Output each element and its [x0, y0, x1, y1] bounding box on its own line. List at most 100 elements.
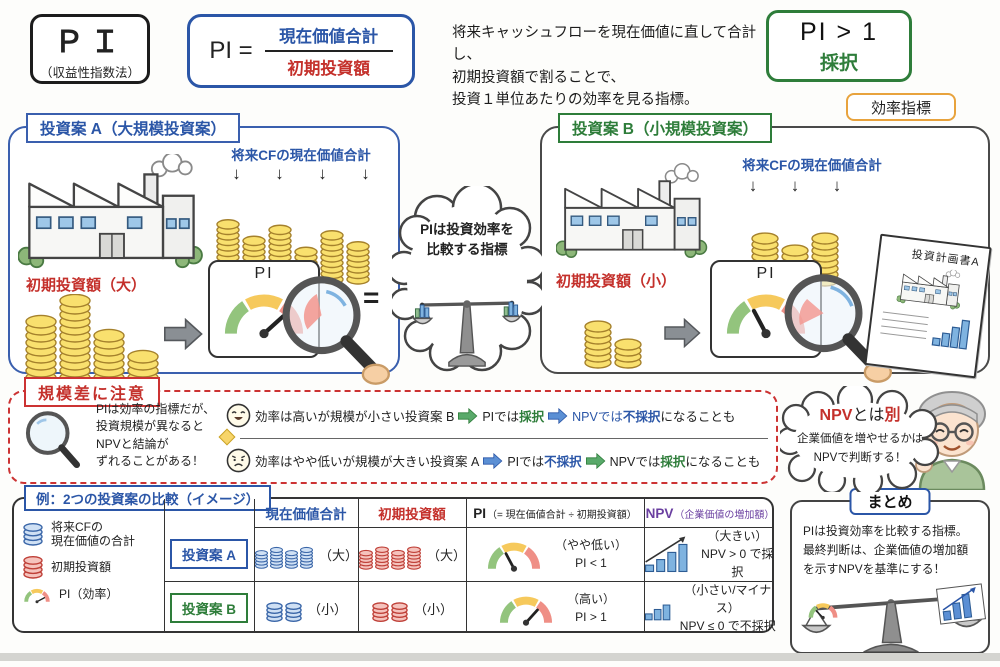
legend-pi: PI（効率）	[22, 585, 162, 604]
small-bar-chart-icon	[644, 604, 671, 621]
cell-a-npv: （大きい）NPV > 0 で採択	[644, 527, 776, 581]
plan-b-cf-label: 将来CFの現在価値合計	[742, 158, 882, 173]
pi-subtitle: （収益性指数法）	[39, 66, 140, 80]
plan-a-title: 投資案 A（大規模投資案）	[26, 113, 241, 143]
down-arrow-icon: ↓	[275, 164, 284, 183]
fraction-bar	[264, 50, 393, 52]
magnifier-icon	[25, 411, 81, 469]
cell-b-npv: （小さい/マイナス）NPV ≤ 0 で不採択	[644, 581, 776, 635]
down-arrow-icon: ↓	[318, 164, 327, 183]
plan-b-title: 投資案 B（小規模投資案）	[558, 113, 773, 143]
blue-arrow-icon	[483, 452, 503, 469]
right-arrow-icon	[164, 318, 203, 350]
scale-caution-panel: 規模差に注意 PIは効率の指標だが、 投資規模が異なると NPVと結論が ずれる…	[8, 377, 778, 484]
plan-a-panel: 投資案 A（大規模投資案） 将来CFの現在価値合計 ↓ ↓ ↓ ↓ 初期投資額（大）…	[8, 113, 400, 385]
formula-numerator: 現在価値合計	[279, 28, 379, 46]
cell-a-init: （大）	[358, 527, 466, 581]
plan-a-cf-label: 将来CFの現在価値合計	[231, 148, 371, 163]
magnifier-icon	[282, 276, 390, 385]
thought-cloud: PIは投資効率を 比較する指標	[386, 182, 547, 378]
gauge-icon	[487, 542, 541, 572]
document-lines	[878, 305, 932, 345]
blue-coin-stack-icon	[23, 523, 43, 547]
col-header-pi: PI（= 現在価値合計 ÷ 初期投資額）	[473, 505, 637, 521]
pi-formula-box: PI = 現在価値合計 初期投資額	[187, 14, 415, 88]
legend-pv: 将来CFの現在価値の合計	[22, 520, 162, 549]
table-legend: 将来CFの現在価値の合計 初期投資額 PI（効率）	[22, 515, 162, 609]
caution-case-row-b: 効率は高いが規模が小さい投資案 B PIでは採択 NPVでは不採択になることも	[226, 403, 735, 428]
troubled-face-icon	[226, 448, 251, 473]
green-arrow-icon	[585, 452, 606, 469]
col-header-init: 初期投資額	[378, 507, 446, 522]
down-arrow-icon: ↓	[232, 164, 241, 183]
summary-title: まとめ	[849, 488, 931, 515]
formula-fraction: 現在価値合計 初期投資額	[264, 22, 393, 80]
balance-scale-icon	[411, 300, 522, 367]
decision-condition: PI > 1	[799, 17, 878, 46]
pi-title: ＰＩ	[54, 26, 126, 59]
bottom-edge	[0, 653, 1000, 661]
plan-b-panel: 投資案 B（小規模投資案） 将来CFの現在価値合計 ↓↓ ↓ 初期投資額（小） …	[540, 113, 992, 383]
down-arrow-icon: ↓	[832, 176, 842, 195]
cell-a-pi: （やや低い）PI < 1	[466, 527, 644, 581]
red-coin-stack-icon	[359, 546, 421, 570]
blue-arrow-icon	[548, 407, 568, 424]
pi-title-box: ＰＩ （収益性指数法）	[30, 14, 150, 84]
summary-panel: まとめ PIは投資効率を比較する指標。 最終判断は、企業価値の増加額 を示すNP…	[790, 488, 990, 654]
pi-description: 将来キャッシュフローを現在価値に直して合計し、 初期投資額で割ることで、 投資１…	[452, 25, 757, 109]
cash-in-arrows: ↓ ↓ ↓	[732, 176, 858, 196]
summary-text: PIは投資効率を比較する指標。 最終判断は、企業価値の増加額 を示すNPVを基準…	[803, 524, 969, 576]
red-coin-stack-icon	[372, 602, 408, 622]
cash-in-arrows: ↓ ↓ ↓ ↓	[215, 164, 387, 184]
happy-face-icon	[226, 403, 251, 428]
npv-chart-card	[935, 583, 987, 625]
gauge-icon	[808, 603, 838, 620]
cloud-shape	[386, 182, 547, 372]
plan-b-invest-label: 初期投資額（小）	[556, 273, 677, 290]
cell-b-init: （小）	[358, 581, 466, 635]
row-label-plan-b: 投資案 B	[170, 593, 248, 623]
gauge-icon	[499, 596, 553, 626]
efficiency-badge: 効率指標	[846, 93, 956, 121]
table-title: 例：2つの投資案の比較（イメージ）	[24, 485, 272, 511]
down-arrow-icon: ↓	[790, 176, 800, 195]
factory-small-icon	[556, 162, 708, 262]
plan-a-invest-label: 初期投資額（大）	[26, 277, 147, 294]
cell-b-pv: （小）	[254, 581, 358, 635]
rising-bar-chart-icon	[942, 586, 976, 621]
blue-coin-stack-icon	[254, 546, 314, 569]
comparison-table: 例：2つの投資案の比較（イメージ） 将来CFの現在価値の合計 初期投資額 PI（…	[12, 485, 776, 635]
decision-action: 採択	[819, 52, 858, 74]
factory-mini-icon	[896, 263, 964, 311]
factory-large-icon	[18, 154, 204, 270]
caution-case-row-a: 効率はやや低いが規模が大きい投資案 A PIでは不採択 NPVでは採択になること…	[226, 448, 760, 473]
caution-title: 規模差に注意	[24, 377, 161, 407]
right-arrow-icon	[664, 318, 701, 348]
coin-pile-icon	[584, 320, 642, 369]
cell-a-pv: （大）	[254, 527, 358, 581]
down-arrow-icon: ↓	[748, 176, 758, 195]
divider	[240, 438, 768, 439]
teacher-character	[915, 391, 986, 490]
equals-sign: =	[363, 282, 380, 313]
coin-pile-icon	[25, 294, 159, 385]
formula-lhs: PI =	[209, 37, 253, 64]
cell-b-pi: （高い）PI > 1	[466, 581, 644, 635]
down-arrow-icon: ↓	[361, 164, 370, 183]
cloud-text: PIは投資効率を 比較する指標	[420, 222, 514, 258]
gauge-label: PI	[254, 265, 274, 282]
col-header-npv: NPV（企業価値の増加額）	[645, 505, 775, 521]
row-label-plan-a: 投資案 A	[170, 539, 248, 569]
decision-rule-box: PI > 1 採択	[766, 10, 912, 82]
gauge-label: PI	[756, 265, 776, 282]
blue-coin-stack-icon	[266, 602, 302, 622]
bar-chart-icon	[931, 319, 971, 350]
formula-denominator: 初期投資額	[287, 60, 370, 78]
col-header-pv: 現在価値合計	[265, 507, 347, 522]
red-coin-stack-icon	[23, 555, 43, 579]
caution-note: PIは効率の指標だが、 投資規模が異なると NPVと結論が ずれることがある！	[96, 402, 216, 469]
gauge-icon	[24, 588, 50, 603]
green-arrow-icon	[458, 407, 478, 424]
legend-init: 初期投資額	[22, 554, 162, 580]
